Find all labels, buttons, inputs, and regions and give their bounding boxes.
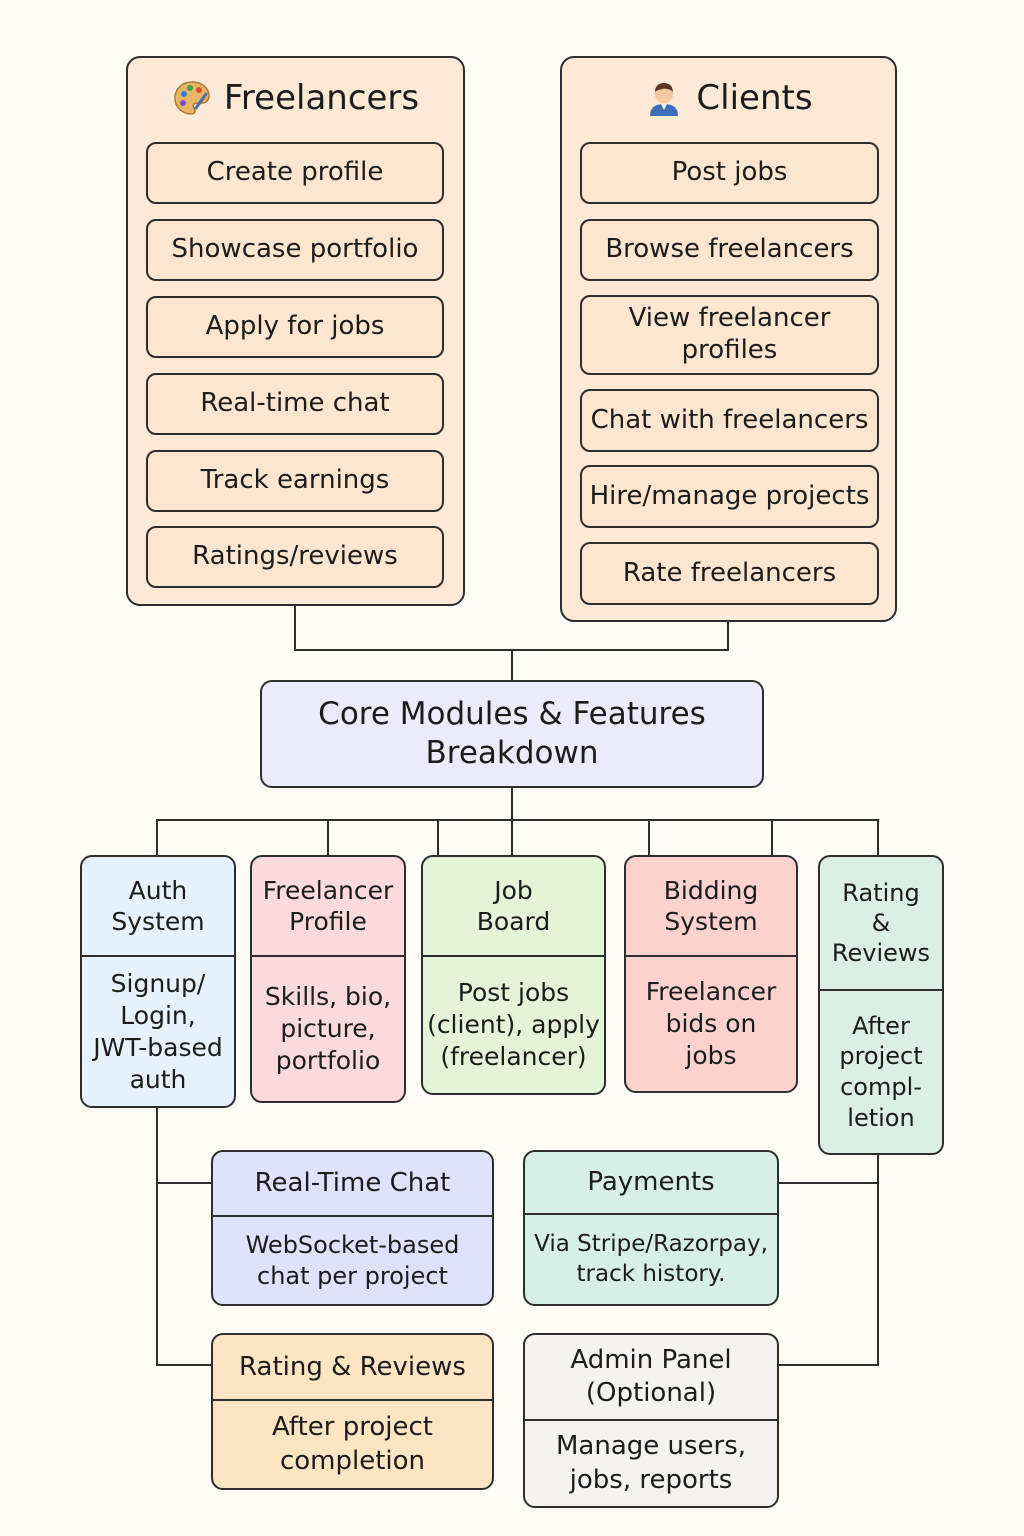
client-item-post-jobs[interactable]: Post jobs [580, 142, 879, 204]
core-modules-title: Core Modules & Features Breakdown [260, 680, 764, 788]
client-item-browse-freelancers[interactable]: Browse freelancers [580, 219, 879, 281]
module-admin-panel: Admin Panel (Optional) Manage users, job… [523, 1333, 779, 1508]
module-title: Rating & Reviews [820, 857, 942, 991]
freelancers-header: Freelancers [128, 78, 463, 118]
module-auth-system: Auth System Signup/ Login, JWT-based aut… [80, 855, 236, 1108]
module-description: Via Stripe/Razorpay, track history. [534, 1231, 768, 1287]
module-description: WebSocket-based chat per project [245, 1230, 460, 1290]
freelancer-item-create-profile[interactable]: Create profile [146, 142, 444, 204]
freelancer-item-ratings-reviews[interactable]: Ratings/reviews [146, 526, 444, 588]
module-real-time-chat: Real-Time Chat WebSocket-based chat per … [211, 1150, 494, 1306]
module-job-board: Job Board Post jobs (client), apply (fre… [421, 855, 606, 1095]
module-title: Auth System [82, 857, 234, 957]
clients-title: Clients [696, 78, 813, 118]
person-icon [644, 78, 684, 118]
module-rating-reviews-lower: Rating & Reviews After project completio… [211, 1333, 494, 1490]
module-description: After project compl- letion [839, 1011, 923, 1132]
module-title: Bidding System [626, 857, 796, 957]
freelancer-item-showcase-portfolio[interactable]: Showcase portfolio [146, 219, 444, 281]
palette-icon [172, 78, 212, 118]
module-description: Skills, bio, picture, portfolio [264, 982, 392, 1075]
module-title: Rating & Reviews [213, 1335, 492, 1401]
clients-panel: Clients Post jobs Browse freelancers Vie… [560, 56, 897, 622]
freelancer-item-track-earnings[interactable]: Track earnings [146, 450, 444, 512]
module-title: Real-Time Chat [213, 1152, 492, 1217]
module-title: Admin Panel (Optional) [525, 1335, 777, 1421]
freelancer-item-apply-for-jobs[interactable]: Apply for jobs [146, 296, 444, 358]
module-title: Payments [525, 1152, 777, 1215]
client-item-hire-manage-projects[interactable]: Hire/manage projects [580, 465, 879, 528]
clients-header: Clients [562, 78, 895, 118]
client-item-rate-freelancers[interactable]: Rate freelancers [580, 542, 879, 605]
module-title: Freelancer Profile [252, 857, 404, 957]
module-description: Signup/ Login, JWT-based auth [93, 968, 223, 1094]
module-description: Manage users, jobs, reports [555, 1431, 747, 1495]
module-title: Job Board [423, 857, 604, 957]
module-rating-reviews: Rating & Reviews After project compl- le… [818, 855, 944, 1155]
module-description: After project completion [272, 1412, 433, 1476]
module-freelancer-profile: Freelancer Profile Skills, bio, picture,… [250, 855, 406, 1103]
client-item-view-freelancer-profiles[interactable]: View freelancer profiles [580, 295, 879, 375]
module-payments: Payments Via Stripe/Razorpay, track hist… [523, 1150, 779, 1306]
module-description: Post jobs (client), apply (freelancer) [427, 978, 600, 1071]
module-description: Freelancer bids on jobs [645, 977, 777, 1070]
freelancers-panel: Freelancers Create profile Showcase port… [126, 56, 465, 606]
freelancers-title: Freelancers [223, 78, 420, 118]
module-bidding-system: Bidding System Freelancer bids on jobs [624, 855, 798, 1093]
client-item-chat-with-freelancers[interactable]: Chat with freelancers [580, 389, 879, 452]
freelancer-item-real-time-chat[interactable]: Real-time chat [146, 373, 444, 435]
